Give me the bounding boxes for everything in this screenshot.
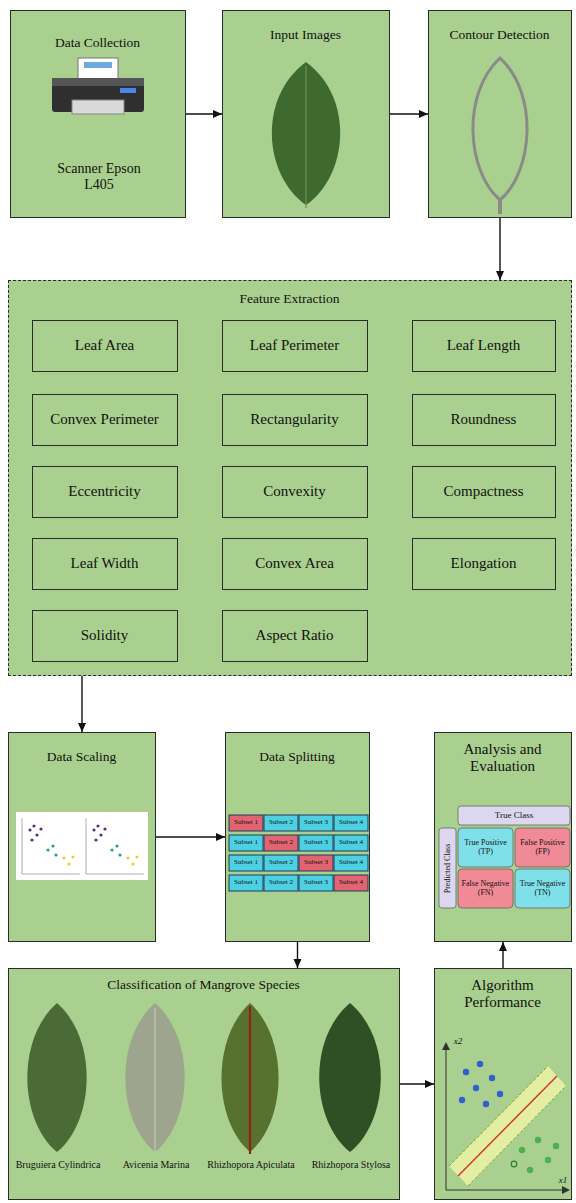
node-title: Data Scaling [9,749,154,765]
matrix-label: False Negative (FN) [458,869,513,908]
matrix-label: True Class [458,806,570,825]
node-title: Convex Perimeter [46,411,163,428]
feature-box: Leaf Area [32,320,178,372]
process-box: Input Images [222,10,390,218]
feature-box: Leaf Perimeter [222,320,368,372]
confusion-matrix [439,806,570,908]
process-box: Data Splitting [225,732,370,942]
node-title: Input Images [223,27,388,43]
flow-arrow [186,113,222,114]
node-title: Contour Detection [429,27,570,43]
feature-box: Leaf Width [32,538,178,590]
node-title: Leaf Length [443,337,525,354]
matrix-label: True Positive (TP) [458,828,513,867]
node-title: Data Collection [11,35,184,51]
feature-box: Leaf Length [412,320,556,372]
process-box: Classification of Mangrove SpeciesBrugui… [8,968,400,1200]
feature-box: Rectangularity [222,394,368,446]
feature-box: Eccentricity [32,466,178,518]
process-box: Contour Detection [428,10,572,218]
subset-label: Subset 4 [334,875,368,891]
feature-box: Compactness [412,466,556,518]
species-leaves [27,1003,380,1154]
svm-plot [442,1042,570,1194]
subset-label: Subset 3 [299,855,333,871]
node-title: Leaf Width [67,555,143,572]
subset-label: Subset 1 [229,875,263,891]
matrix-label: False Positive (FP) [515,828,570,867]
subset-label: Subset 2 [264,855,298,871]
flow-arrow [400,1083,434,1084]
node-text: Rhizhopora Apiculata [206,1159,296,1171]
node-title: Roundness [447,411,521,428]
scatter-plots [16,812,148,880]
flow-arrow [502,942,503,968]
node-title: Analysis and Evaluation [439,741,566,776]
feature-box: Convexity [222,466,368,518]
node-text: Bruguiera Cylindrica [13,1159,103,1171]
process-box: Analysis and Evaluation [434,732,572,942]
node-title: Classification of Mangrove Species [9,977,398,993]
node-title: Convexity [259,483,330,500]
feature-box: Elongation [412,538,556,590]
node-title: Compactness [440,483,528,500]
subset-label: Subset 2 [264,835,298,851]
axis-label: x2 [450,1036,466,1048]
node-title: Solidity [77,627,133,644]
feature-box: Solidity [32,610,178,662]
node-text: Rhizhopora Stylosa [306,1159,396,1171]
subset-label: Subset 4 [334,815,368,831]
node-title: Feature Extraction [9,291,570,307]
process-box: Data Scaling [8,732,156,942]
matrix-label: Predicted Class [439,828,456,908]
node-title: Rectangularity [246,411,342,428]
flow-arrow [81,676,82,732]
process-box: Algorithm Performance [434,968,572,1200]
flow-arrow [390,113,428,114]
process-box: Data CollectionScanner Epson L405 [10,10,186,218]
subset-grid [229,815,368,891]
subset-label: Subset 1 [229,815,263,831]
matrix-label: True Negative (TN) [515,869,570,908]
subset-label: Subset 1 [229,855,263,871]
node-title: Leaf Area [71,337,139,354]
feature-box: Convex Area [222,538,368,590]
subset-label: Subset 3 [299,875,333,891]
subset-label: Subset 2 [264,875,298,891]
leaf-contour [473,58,527,214]
node-text: Scanner Epson L405 [47,161,151,193]
node-title: Eccentricity [64,483,144,500]
flow-arrow [499,218,500,280]
subset-label: Subset 4 [334,855,368,871]
subset-label: Subset 3 [299,815,333,831]
node-title: Aspect Ratio [252,627,338,644]
node-title: Leaf Perimeter [246,337,344,354]
node-title: Data Splitting [226,749,368,765]
leaf-image [272,62,340,208]
subset-label: Subset 2 [264,815,298,831]
subset-label: Subset 4 [334,835,368,851]
node-text: Avicenia Marina [111,1159,201,1171]
axis-label: x1 [555,1175,571,1187]
flow-arrow [297,942,298,968]
feature-box: Roundness [412,394,556,446]
flow-arrow [156,836,225,837]
subset-label: Subset 3 [299,835,333,851]
subset-label: Subset 1 [229,835,263,851]
feature-box: Convex Perimeter [32,394,178,446]
printer-icon [52,58,144,114]
node-title: Algorithm Performance [439,977,566,1012]
feature-box: Aspect Ratio [222,610,368,662]
node-title: Convex Area [251,555,338,572]
group-box: Feature ExtractionLeaf Area Leaf Perimete… [8,280,572,676]
node-title: Elongation [447,555,521,572]
